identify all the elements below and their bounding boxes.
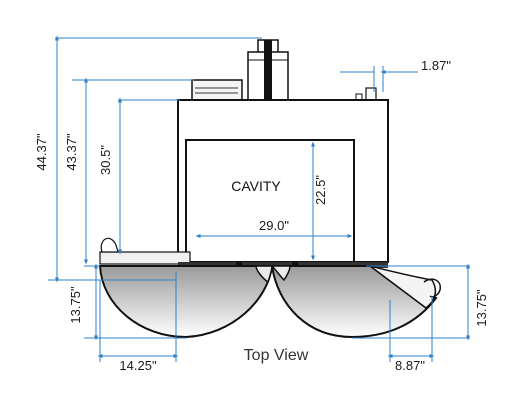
dim-top-offset: 1.87"	[421, 58, 451, 73]
dimension-lines	[48, 35, 470, 362]
dim-left-door-depth: 13.75"	[68, 286, 83, 324]
dim-left-door-width: 14.25"	[119, 358, 157, 373]
dim-body-height: 43.37"	[64, 133, 79, 171]
flue-stack	[247, 39, 289, 101]
cavity-label: CAVITY	[231, 178, 281, 194]
cavity-outline	[185, 139, 355, 263]
shelf-handle	[100, 237, 119, 253]
dim-cavity-depth-overall: 30.5"	[98, 145, 113, 175]
front-shelf	[99, 251, 191, 265]
oven-body	[99, 39, 389, 270]
right-door	[270, 265, 441, 339]
vent-nub	[355, 87, 377, 101]
dim-right-door-width: 8.87"	[395, 358, 425, 373]
left-door	[98, 265, 274, 339]
dim-total-height: 44.37"	[34, 133, 49, 171]
dim-cavity-depth: 22.5"	[313, 175, 328, 205]
top-burner-box	[191, 79, 243, 101]
view-label: Top View	[244, 347, 309, 364]
dim-right-door-depth: 13.75"	[474, 289, 489, 327]
dim-cavity-width: 29.0"	[259, 218, 289, 233]
